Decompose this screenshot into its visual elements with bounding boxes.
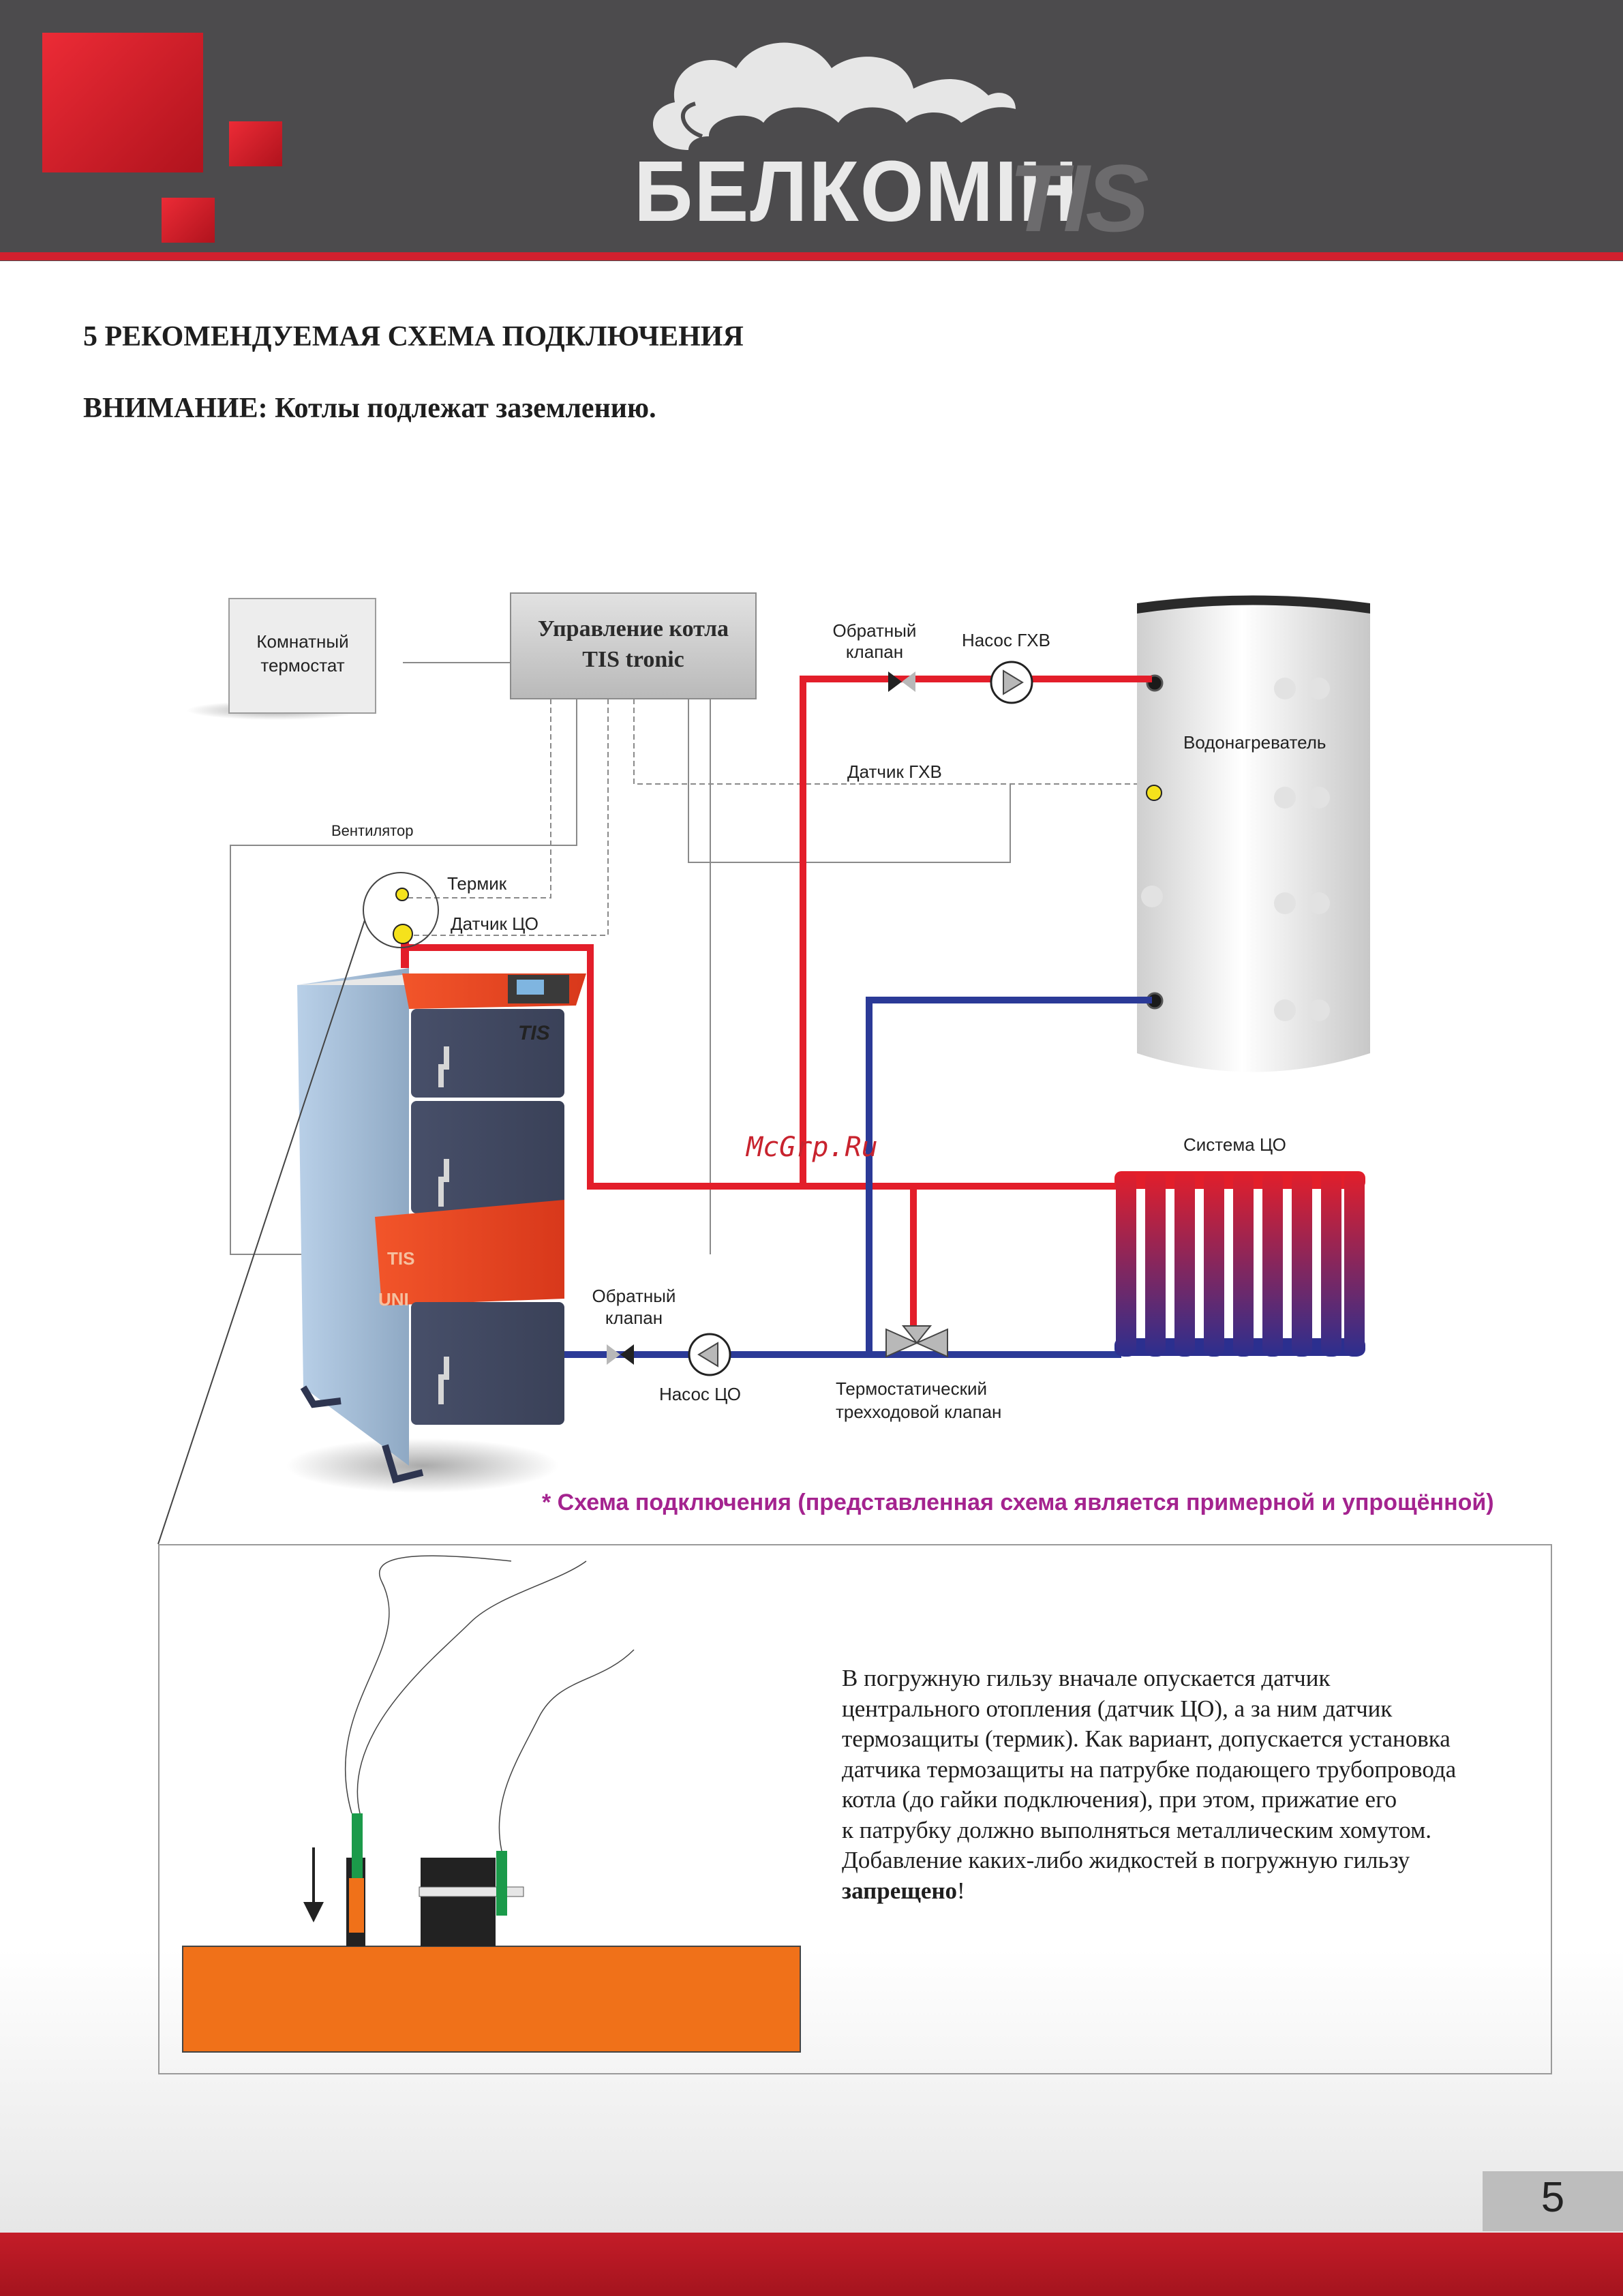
instruction-line: центрального отопления (датчик ЦО), а за… [842,1695,1393,1722]
three-way-valve-label-2: трехходовой клапан [836,1402,1001,1422]
thermik-label: Термик [447,873,507,894]
sensor-instructions: В погружную гильзу вначале опускается да… [842,1663,1530,1906]
page-number: 5 [1541,2174,1565,2221]
check-valve-top-label-2: клапан [846,641,903,662]
fan-wire [230,699,577,1255]
instruction-line-last: запрещено! [842,1876,1530,1907]
footer-bar [0,2233,1623,2296]
warning-text: Котлы подлежат заземлению. [267,393,656,424]
diagram-note: * Схема подключения (представленная схем… [542,1490,1494,1515]
sensor-detail-box [158,1544,1552,2074]
pump-co-label: Насос ЦО [659,1384,741,1404]
instruction-line: термозащиты (термик). Как вариант, допус… [842,1725,1451,1752]
section-title: 5 РЕКОМЕНДУЕМАЯ СХЕМА ПОДКЛЮЧЕНИЯ [83,321,744,352]
check-valve-bottom-label-1: Обратный [592,1286,676,1306]
sensor-dhw [1146,785,1162,801]
sensor-probe-green [352,1813,363,1878]
radiator [1114,1171,1365,1357]
heating-system-label: Система ЦО [1183,1134,1286,1155]
decor-square-small [162,198,215,243]
three-way-valve-label-1: Термостатический [836,1378,987,1399]
fan-label: Вентилятор [331,822,413,839]
controller-box [510,592,757,699]
page-number-box [1483,2171,1623,2231]
thermik-probe-green [496,1851,507,1916]
water-heater-tank [1137,594,1370,1072]
forbidden-word: запрещено [842,1877,958,1904]
controller-label-2: TIS tronic [582,647,684,672]
header-stripe [0,252,1623,260]
return-pipe-dhw [866,997,1152,1355]
sensor-co [393,924,413,944]
watermark: McGrp.Ru [746,1132,878,1163]
boiler-side-text-2: UNI [378,1289,409,1310]
instruction-line: к патрубку должно выполняться металличес… [842,1816,1432,1843]
supply-pipe-main [409,944,1118,1190]
instruction-line: В погружную гильзу вначале опускается да… [842,1665,1331,1691]
boiler: TIS TIS UNI [286,942,586,1493]
sensor-magnifier-circle [363,872,439,948]
room-thermostat-label-1: Комнатный [256,631,348,652]
thermik-sensor [395,888,409,901]
sensor-dhw-label: Датчик ГХВ [847,761,942,782]
end-punct: ! [957,1877,965,1904]
boiler-badge: TIS [518,1022,550,1044]
sensor-co-label: Датчик ЦО [451,913,539,934]
instruction-line: котла (до гайки подключения), при этом, … [842,1786,1397,1813]
room-thermostat-label-2: термостат [260,655,344,676]
decor-square-small [229,121,282,166]
arrow-down-icon [303,1902,324,1922]
instruction-line: Добавление каких-либо жидкостей в погруж… [842,1847,1410,1873]
brand-logo-text: БЕЛКОМІН [634,143,1080,240]
check-valve-top-label-1: Обратный [833,620,917,641]
decor-square-large [42,33,203,172]
pump-dhw-label: Насос ГХВ [962,630,1050,650]
room-thermostat-box [228,598,376,714]
boiler-side-text-1: TIS [387,1248,414,1269]
brand-logo-sub: TIS [1009,145,1149,252]
warning-label: ВНИМАНИЕ: [83,393,268,424]
water-heater-label: Водонагреватель [1183,732,1326,753]
sensor-co-wire [406,699,609,936]
instruction-line: датчика термозащиты на патрубке подающег… [842,1755,1457,1783]
controller-label-1: Управление котла [538,616,729,641]
thermik-wire [401,699,551,898]
check-valve-bottom-label-2: клапан [605,1308,663,1328]
pipe-section [182,1946,801,2053]
supply-pipe-dhw [800,676,1152,1190]
warning-line: ВНИМАНИЕ: Котлы подлежат заземлению. [83,392,656,425]
smoke-cloud-logo [652,42,1016,150]
